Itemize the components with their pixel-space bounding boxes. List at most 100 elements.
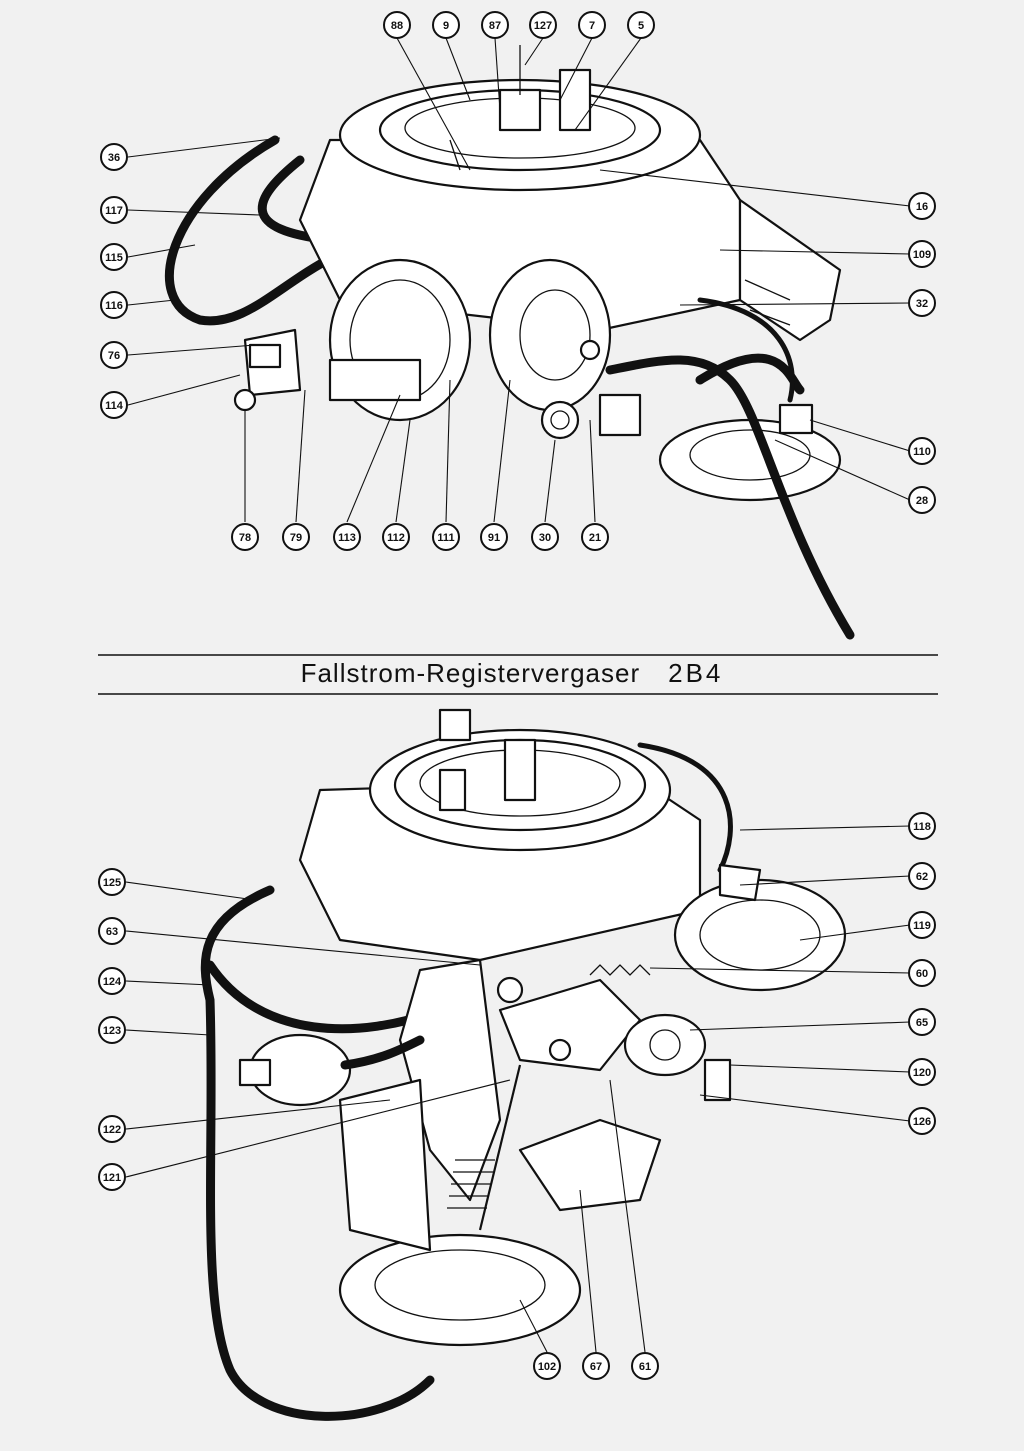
callout-circle bbox=[382, 523, 410, 551]
callout-circle bbox=[627, 11, 655, 39]
callout-28: 28 bbox=[908, 486, 936, 514]
callout-circle bbox=[908, 437, 936, 465]
callout-76: 76 bbox=[100, 341, 128, 369]
callout-circle bbox=[98, 917, 126, 945]
callout-circle bbox=[908, 862, 936, 890]
callout-88: 88 bbox=[383, 11, 411, 39]
callout-number: 123 bbox=[103, 1025, 121, 1037]
callout-number: 91 bbox=[488, 532, 500, 544]
callout-125: 125 bbox=[98, 868, 126, 896]
callout-63: 63 bbox=[98, 917, 126, 945]
callout-91: 91 bbox=[480, 523, 508, 551]
callout-number: 87 bbox=[489, 20, 501, 32]
callout-circle bbox=[908, 812, 936, 840]
top-carburetor-drawing bbox=[164, 45, 855, 640]
callout-circle bbox=[908, 240, 936, 268]
callout-122: 122 bbox=[98, 1115, 126, 1143]
callout-114: 114 bbox=[100, 391, 128, 419]
callout-number: 9 bbox=[443, 20, 449, 32]
callout-circle bbox=[481, 11, 509, 39]
callout-number: 7 bbox=[589, 20, 595, 32]
callout-circle bbox=[582, 1352, 610, 1380]
callout-number: 65 bbox=[916, 1017, 928, 1029]
callout-number: 5 bbox=[638, 20, 644, 32]
callout-circle bbox=[908, 1058, 936, 1086]
callout-78: 78 bbox=[231, 523, 259, 551]
callout-circle bbox=[908, 959, 936, 987]
callout-113: 113 bbox=[333, 523, 361, 551]
callout-115: 115 bbox=[100, 243, 128, 271]
callout-circle bbox=[100, 291, 128, 319]
callout-circle bbox=[282, 523, 310, 551]
callout-number: 63 bbox=[106, 926, 118, 938]
callout-65: 65 bbox=[908, 1008, 936, 1036]
callout-60: 60 bbox=[908, 959, 936, 987]
callout-121: 121 bbox=[98, 1163, 126, 1191]
title-model: 2B4 bbox=[668, 658, 724, 688]
callout-21: 21 bbox=[581, 523, 609, 551]
callout-number: 30 bbox=[539, 532, 551, 544]
callout-circle bbox=[529, 11, 557, 39]
callout-number: 36 bbox=[108, 152, 120, 164]
callout-79: 79 bbox=[282, 523, 310, 551]
callout-number: 124 bbox=[103, 976, 122, 988]
bottom-leader-lines bbox=[125, 825, 911, 1353]
callout-7: 7 bbox=[578, 11, 606, 39]
callout-circle bbox=[98, 868, 126, 896]
callout-9: 9 bbox=[432, 11, 460, 39]
callout-61: 61 bbox=[631, 1352, 659, 1380]
callout-circle bbox=[98, 1115, 126, 1143]
callout-67: 67 bbox=[582, 1352, 610, 1380]
callout-circle bbox=[98, 1163, 126, 1191]
callout-number: 28 bbox=[916, 495, 928, 507]
callout-circle bbox=[100, 341, 128, 369]
callout-102: 102 bbox=[533, 1352, 561, 1380]
callout-circle bbox=[581, 523, 609, 551]
callout-number: 112 bbox=[387, 532, 405, 544]
callout-circle bbox=[908, 1008, 936, 1036]
callout-number: 88 bbox=[391, 20, 403, 32]
callout-circle bbox=[100, 196, 128, 224]
callout-110: 110 bbox=[908, 437, 936, 465]
callout-number: 117 bbox=[105, 205, 123, 217]
callout-number: 111 bbox=[437, 532, 454, 544]
callout-number: 32 bbox=[916, 298, 928, 310]
callout-circle bbox=[100, 243, 128, 271]
callout-117: 117 bbox=[100, 196, 128, 224]
callout-number: 119 bbox=[913, 920, 931, 932]
callout-number: 76 bbox=[108, 350, 120, 362]
callout-number: 115 bbox=[105, 252, 123, 264]
callout-number: 78 bbox=[239, 532, 251, 544]
callout-16: 16 bbox=[908, 192, 936, 220]
callout-number: 16 bbox=[916, 201, 928, 213]
callout-124: 124 bbox=[98, 967, 126, 995]
callout-number: 116 bbox=[105, 300, 123, 312]
callout-circle bbox=[98, 967, 126, 995]
callout-circle bbox=[383, 11, 411, 39]
callout-circle bbox=[480, 523, 508, 551]
callout-circle bbox=[333, 523, 361, 551]
callout-number: 126 bbox=[913, 1116, 931, 1128]
callout-number: 110 bbox=[913, 446, 931, 458]
callout-number: 127 bbox=[534, 20, 552, 32]
bottom-carburetor-drawing bbox=[200, 708, 847, 1421]
callout-116: 116 bbox=[100, 291, 128, 319]
callout-circle bbox=[531, 523, 559, 551]
callout-number: 122 bbox=[103, 1124, 121, 1136]
callout-127: 127 bbox=[529, 11, 557, 39]
callout-number: 121 bbox=[103, 1172, 121, 1184]
callout-number: 125 bbox=[103, 877, 121, 889]
callout-36: 36 bbox=[100, 143, 128, 171]
callout-circle bbox=[98, 1016, 126, 1044]
callout-number: 79 bbox=[290, 532, 302, 544]
callout-number: 67 bbox=[590, 1361, 602, 1373]
callout-number: 62 bbox=[916, 871, 928, 883]
callout-circle bbox=[908, 911, 936, 939]
callout-number: 21 bbox=[589, 532, 601, 544]
callout-126: 126 bbox=[908, 1107, 936, 1135]
callout-circle bbox=[908, 289, 936, 317]
callout-circle bbox=[100, 391, 128, 419]
callout-circle bbox=[578, 11, 606, 39]
